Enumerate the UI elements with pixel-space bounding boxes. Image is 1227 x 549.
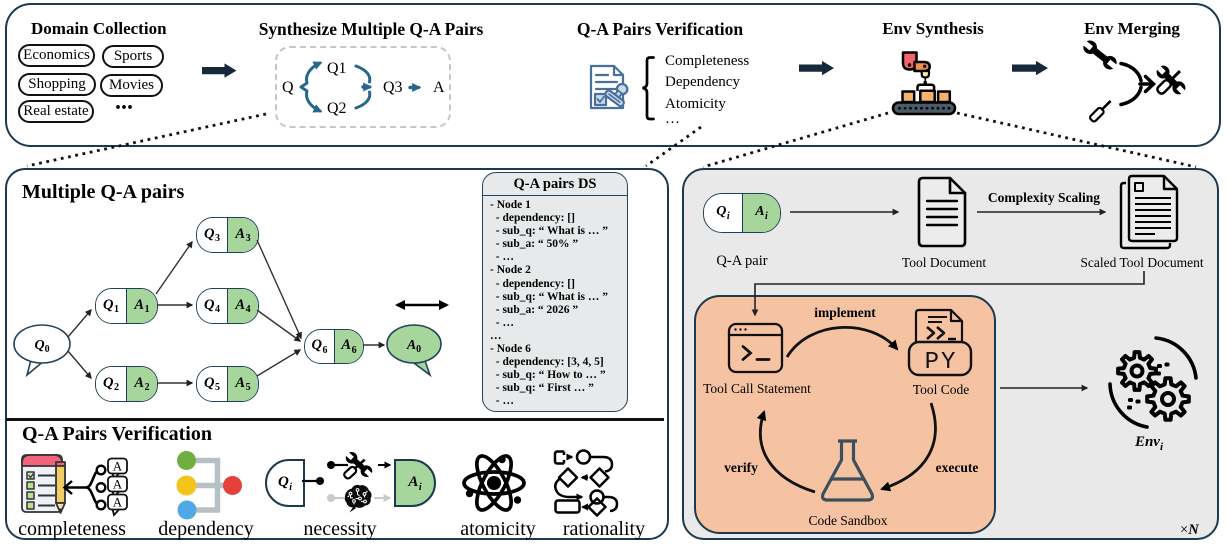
svg-text:PY: PY bbox=[925, 349, 958, 376]
svg-text:A: A bbox=[113, 477, 123, 492]
svg-text:A: A bbox=[113, 495, 123, 510]
svg-text:A: A bbox=[113, 459, 123, 474]
